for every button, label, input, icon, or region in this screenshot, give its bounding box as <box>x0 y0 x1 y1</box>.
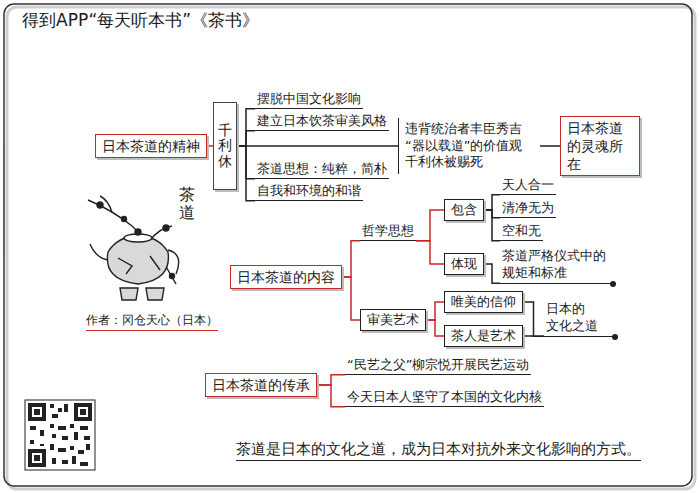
main-topic-box: 日本茶道的精神 <box>95 134 207 158</box>
branch-text: 清净无为 <box>500 200 556 219</box>
branch-line <box>237 145 398 147</box>
node-text: 违背统治者丰臣秀吉 “器以载道”的价值观 千利休被赐死 <box>405 121 534 172</box>
node-text: 哲学思想 <box>362 223 414 240</box>
teapot-crack <box>118 256 160 274</box>
blossom <box>122 217 127 222</box>
branch-line <box>523 335 544 337</box>
node-text: 摆脱中国文化影响 <box>257 91 361 108</box>
branch-line <box>237 146 255 201</box>
blossom <box>97 202 103 208</box>
node-text: 茶道思想：纯粹，简朴 <box>257 161 387 178</box>
branch-line <box>484 264 500 283</box>
summary-caption: 茶道是日本的文化之道，成为日本对抗外来文化影响的方式。 <box>236 440 641 461</box>
branch-text: 哲学思想 <box>360 223 416 242</box>
qr-modules <box>30 404 90 466</box>
branch-line <box>317 385 345 407</box>
teapot-illustration <box>88 196 179 300</box>
branch-line <box>342 277 360 320</box>
branch <box>88 200 176 284</box>
node-text: 日本茶道的内容 <box>237 268 335 286</box>
sub-topic-box: 包含 <box>444 199 484 222</box>
branch-line <box>416 210 444 241</box>
illustration-label: 茶道 <box>179 186 195 221</box>
node-text: 自我和环境的和谐 <box>257 183 361 200</box>
qr-frame <box>25 400 95 470</box>
branch-text: 茶道严格仪式中的 规矩和标准 <box>500 248 612 284</box>
node-text: 审美艺术 <box>367 312 419 329</box>
node-text: 日本茶道的灵魂所在 <box>567 119 633 174</box>
branch-line <box>484 210 500 241</box>
branch-text: 今天日本人坚守了本国的文化内核 <box>345 389 544 408</box>
node-text: 日本的 文化之道 <box>546 301 612 335</box>
node-text: 空和无 <box>502 223 541 240</box>
frame-shadow <box>7 7 695 489</box>
branch-text: 空和无 <box>500 223 543 242</box>
qr-finder <box>28 403 92 467</box>
node-text: 天人合一 <box>502 177 554 194</box>
bracket-text: 违背统治者丰臣秀吉 “器以载道”的价值观 千利休被赐死 <box>398 118 540 175</box>
blossom <box>163 225 169 231</box>
teapot-handle <box>168 250 179 274</box>
branch-line <box>237 109 255 146</box>
node-text: 唯美的信仰 <box>451 294 516 311</box>
branch-line <box>540 145 560 147</box>
node-text: 日本茶道的精神 <box>102 137 200 155</box>
qr-code <box>25 400 95 470</box>
sub-topic-box: 审美艺术 <box>360 309 426 332</box>
teapot-body <box>107 236 168 284</box>
main-topic-box: 日本茶道的传承 <box>205 373 317 397</box>
branch-text: 茶道思想：纯粹，简朴 <box>255 161 389 180</box>
node-text: 千利休 <box>218 123 232 169</box>
node-text: 茶人是艺术 <box>451 328 516 345</box>
teapot-spout <box>90 244 108 260</box>
node-text: 日本茶道的传承 <box>212 376 310 394</box>
branch-text: 建立日本饮茶审美风格 <box>255 113 389 132</box>
teapot-knob <box>135 229 141 235</box>
branch-line <box>426 320 444 336</box>
twig <box>150 226 172 240</box>
frame <box>4 4 692 486</box>
sub-topic-box: 体现 <box>444 253 484 276</box>
branch-line <box>317 375 345 385</box>
branch-line <box>484 195 500 210</box>
branch-text: 摆脱中国文化影响 <box>255 91 363 110</box>
branch-text: 日本的 文化之道 <box>544 301 614 337</box>
main-topic-box: 日本茶道的内容 <box>230 265 342 289</box>
tea-cup <box>146 288 164 300</box>
node-text: 今天日本人坚守了本国的文化内核 <box>347 389 542 406</box>
sub-topic-box: 唯美的信仰 <box>444 291 523 314</box>
branch-line <box>416 241 444 264</box>
conclusion-box: 日本茶道的灵魂所在 <box>560 116 640 177</box>
branch-text: 自我和环境的和谐 <box>255 183 363 202</box>
branch-text: 天人合一 <box>500 177 556 196</box>
blossom <box>170 274 175 279</box>
person-box: 千利休 <box>213 102 237 190</box>
node-text: 体现 <box>451 256 477 273</box>
sub-topic-box: 茶人是艺术 <box>444 325 523 348</box>
branch-line <box>342 241 360 277</box>
author-note: 作者：冈仓天心（日本） <box>86 312 218 331</box>
node-text: 包含 <box>451 202 477 219</box>
node-text: 茶道严格仪式中的 规矩和标准 <box>502 248 610 282</box>
branch-line <box>523 302 544 336</box>
branch-line <box>426 302 444 320</box>
branch-line <box>237 131 255 146</box>
node-text: 建立日本饮茶审美风格 <box>257 113 387 130</box>
branch-text: “民艺之父”柳宗悦开展民艺运动 <box>345 357 531 376</box>
node-text: 清净无为 <box>502 200 554 217</box>
page-title: 得到APP“每天听本书”《茶书》 <box>22 9 259 32</box>
node-text: “民艺之父”柳宗悦开展民艺运动 <box>347 357 529 374</box>
tea-cup <box>120 288 138 300</box>
